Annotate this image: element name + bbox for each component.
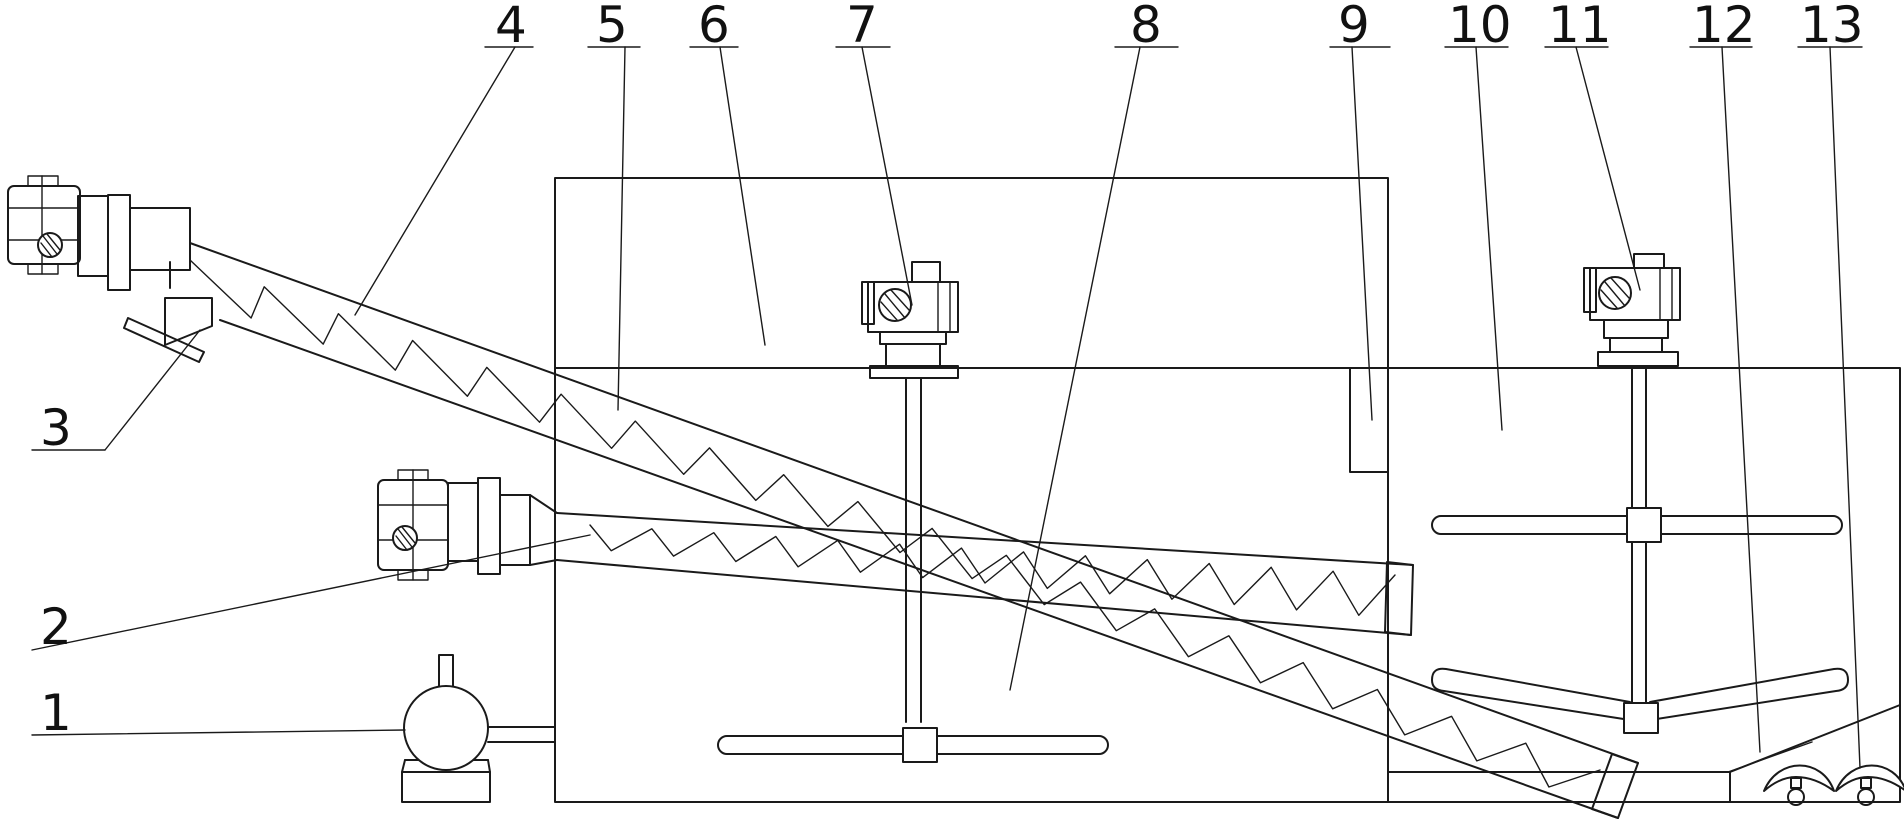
- upper-screw-conveyor: [7, 175, 1639, 819]
- lower-tank-right: [1387, 367, 1901, 803]
- pump-body: [403, 685, 489, 771]
- bottom-inner-line: [1727, 741, 1813, 773]
- agitator-left: [717, 261, 1109, 763]
- label-11: 11: [1548, 0, 1612, 54]
- label-13: 13: [1800, 0, 1864, 54]
- label-5: 5: [596, 0, 628, 54]
- leader-lines: [31, 46, 1863, 769]
- upper-tank: [554, 177, 1389, 369]
- lower-screw-conveyor: [377, 469, 1414, 636]
- label-9: 9: [1338, 0, 1370, 54]
- label-4: 4: [495, 0, 527, 54]
- part-labels: 1 2 3 4 5 6 7 8 9 10 11 12 13: [40, 0, 1864, 742]
- label-1: 1: [40, 684, 72, 742]
- label-2: 2: [40, 598, 72, 656]
- lower-tank-left: [554, 367, 1389, 803]
- pump: [401, 654, 556, 803]
- label-7: 7: [846, 0, 878, 54]
- label-6: 6: [698, 0, 730, 54]
- bottom-nozzles: [1763, 764, 1904, 806]
- agitator-right: [1431, 253, 1849, 734]
- label-12: 12: [1692, 0, 1756, 54]
- label-8: 8: [1130, 0, 1162, 54]
- upper-screw-helix: [189, 259, 1601, 788]
- lower-screw-helix: [589, 524, 1396, 616]
- label-3: 3: [40, 399, 72, 457]
- weir-plate: [1349, 367, 1389, 473]
- label-10: 10: [1448, 0, 1512, 54]
- tank-structure: [554, 177, 1901, 803]
